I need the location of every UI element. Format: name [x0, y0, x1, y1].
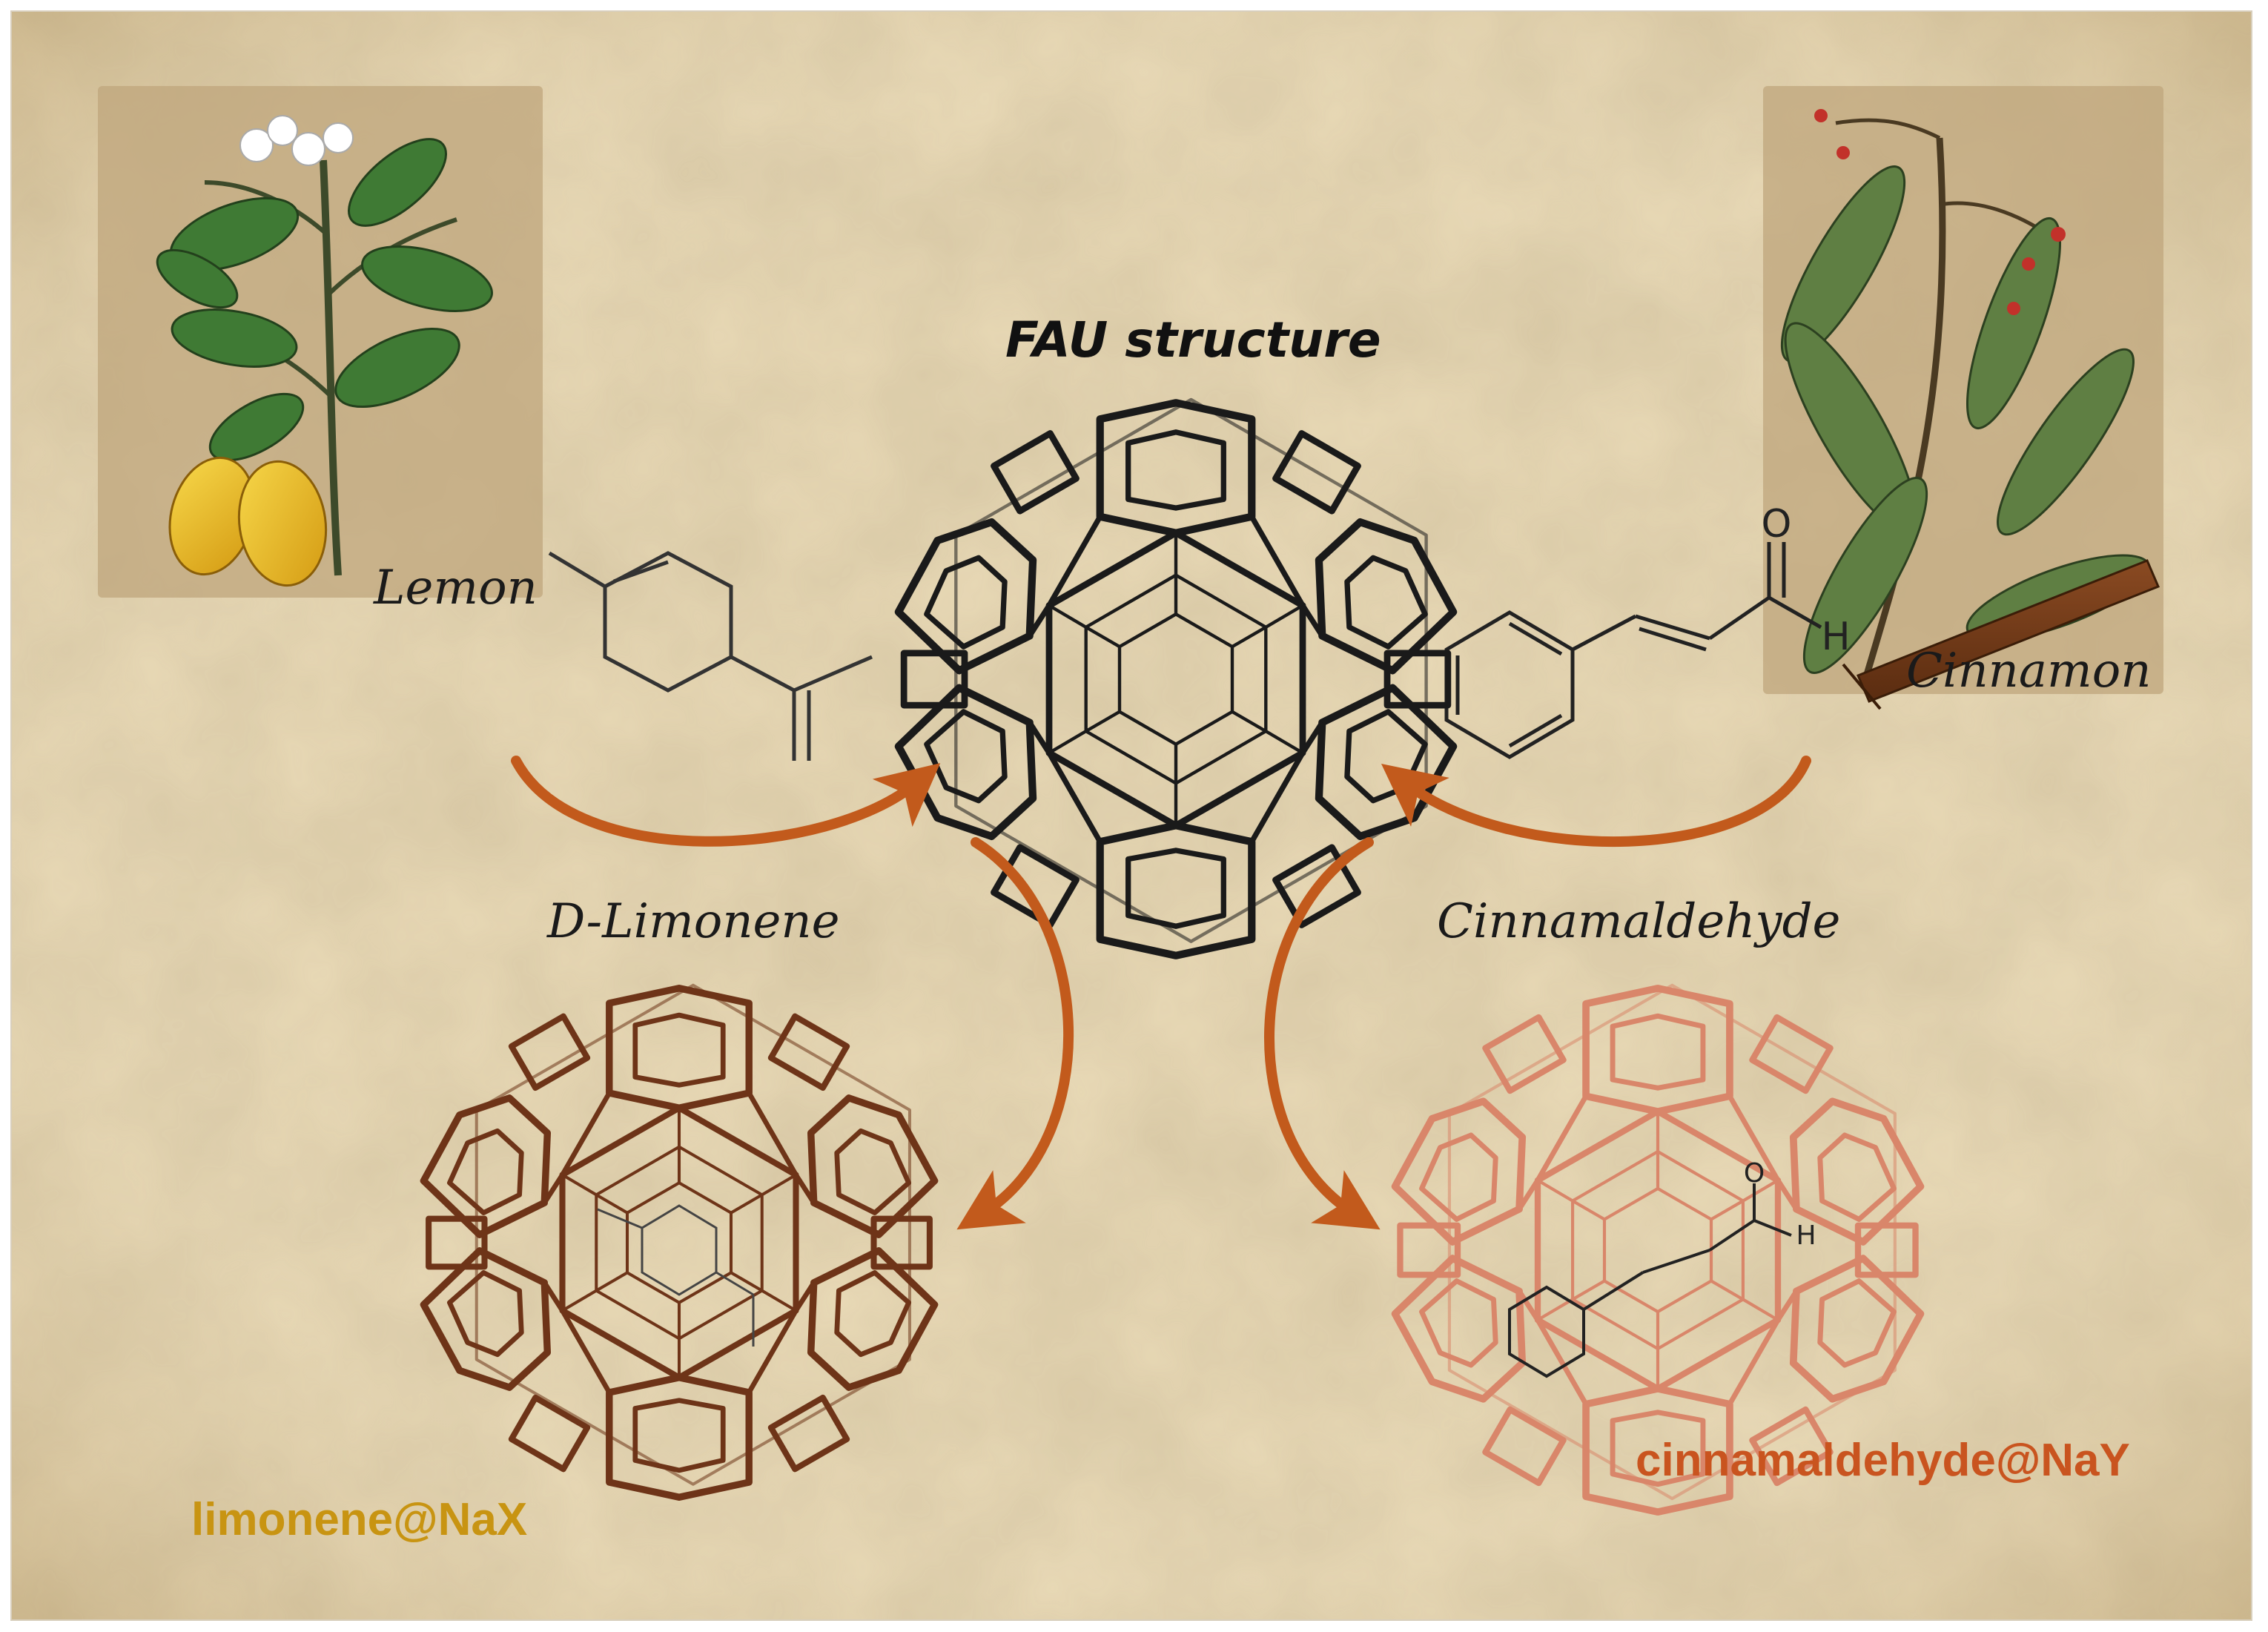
cinnamaldehyde-label: Cinnamaldehyde — [1437, 894, 1841, 949]
oxygen-atom-label-small: O — [1744, 1158, 1765, 1189]
arrow-fau-to-cinnamaldehyde-nay — [1264, 837, 1381, 1230]
arrow-cinnamon-to-fau — [1381, 756, 1811, 848]
hydrogen-atom-label-small: H — [1796, 1220, 1816, 1251]
limonene-molecule — [548, 551, 873, 761]
cinnamon-label: Cinnamon — [1906, 644, 2152, 698]
figure-canvas: O H O H FAU structure Lemon Cinnamon D-L… — [10, 10, 2252, 1621]
hydrogen-atom-label: H — [1821, 615, 1850, 659]
diagram-svg: O H O H — [12, 12, 2251, 1619]
arrow-fau-to-limonene-nax — [956, 837, 1074, 1230]
oxygen-atom-label: O — [1762, 502, 1792, 546]
cinnamaldehyde-nay-label: cinnamaldehyde@NaY — [1636, 1435, 2130, 1486]
arrow-lemon-to-fau — [511, 756, 941, 847]
lemon-label: Lemon — [374, 561, 538, 615]
d-limonene-label: D-Limonene — [547, 894, 840, 949]
reaction-arrows — [511, 756, 1811, 1230]
fau-structure-title: FAU structure — [1005, 311, 1381, 369]
cinnamaldehyde-molecule — [1444, 542, 1822, 759]
limonene-nax-label: limonene@NaX — [191, 1494, 528, 1545]
cinnamon-plant-illustration — [1763, 86, 2163, 710]
encapsulated-cinnamaldehyde — [1508, 1183, 1792, 1378]
lemon-plant-illustration — [98, 86, 543, 598]
encapsulated-limonene — [597, 1204, 755, 1347]
